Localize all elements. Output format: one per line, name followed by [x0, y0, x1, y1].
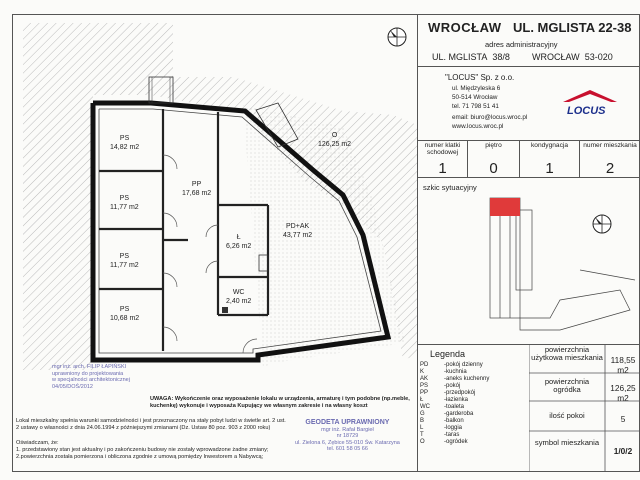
company-logo-text: LOCUS — [567, 105, 606, 117]
site-plan-drawing — [489, 197, 636, 331]
interior-walls — [99, 109, 270, 351]
legend-item: PD-pokój dzienny — [420, 362, 483, 368]
header-admin-label: adres administracyjny — [485, 40, 558, 49]
window-balcony-top — [148, 76, 174, 104]
notes-para4: 2.powierzchnia została pomierzona i obli… — [16, 454, 264, 460]
legend-item: Ł-łazienka — [420, 397, 469, 403]
header-admin-street: UL. MGLISTA 38/8 — [432, 52, 510, 62]
window-balcony-diagonal — [255, 102, 299, 148]
notes-para2: Oświadczam, że: — [16, 440, 59, 446]
header-street: UL. MGLISTA 22-38 — [513, 20, 632, 35]
legend-item: K-kuchnia — [420, 369, 467, 375]
company-line: email: biuro@locus.wroc.pl — [452, 114, 528, 121]
info-divider-bottom — [418, 177, 640, 178]
stat-value-garden-area: 126,25 m2 — [610, 383, 636, 403]
legend-item: B-balkon — [420, 418, 464, 424]
surveyor-stamp: GEODETA UPRAWNIONY mgr inż. Rafał Bargie… — [295, 419, 400, 452]
legend-item: G-garderoba — [420, 411, 474, 417]
legend-item: PS-pokój — [420, 383, 461, 389]
legend-item: PP-przedpokój — [420, 390, 476, 396]
door-swings — [162, 154, 258, 354]
notes-warning: UWAGA: Wykończenie oraz wyposażenie loka… — [150, 396, 410, 410]
wall-inner-line — [98, 108, 382, 354]
notes-para1: Lokal mieszkalny spełnia warunki samodzi… — [16, 418, 286, 432]
stat-label-usable-area: powierzchnia użytkowa mieszkania — [531, 345, 603, 363]
stat-value-symbol: 1/0/2 — [613, 446, 633, 456]
company-line: www.locus.wroc.pl — [452, 123, 504, 130]
company-line: ul. Międzyleska 6 — [452, 85, 501, 92]
stat-label-rooms: ilość pokoi — [549, 411, 585, 420]
legend-item: AK-aneks kuchenny — [420, 376, 490, 382]
company-line: tel. 71 798 51 41 — [452, 103, 499, 110]
info-divider-top — [418, 140, 640, 141]
header-admin-city: WROCŁAW 53-020 — [532, 52, 613, 62]
terrace-outline — [243, 105, 405, 367]
architect-stamp: mgr inż. arch. FILIP ŁAPIŃSKI uprawniony… — [52, 364, 130, 390]
north-arrow-icon — [387, 27, 407, 47]
header-city: WROCŁAW — [428, 20, 502, 35]
legend-item: L-loggia — [420, 425, 463, 431]
company-name: "LOCUS" Sp. z o.o. — [445, 73, 515, 82]
legend-title: Legenda — [430, 349, 466, 359]
header-divider — [418, 66, 640, 67]
site-plan-label: szkic sytuacyjny — [423, 183, 477, 192]
stat-value-rooms: 5 — [620, 414, 626, 424]
floor-plan-drawing — [23, 23, 417, 370]
stat-value-usable-area: 118,55 m2 — [610, 355, 636, 375]
stat-label-symbol: symbol mieszkania — [534, 438, 600, 447]
outer-wall — [90, 100, 392, 363]
garden-area — [23, 23, 417, 370]
bath-fixture — [258, 254, 269, 272]
company-logo — [563, 90, 617, 102]
site-north-arrow-icon — [592, 214, 612, 234]
legend-item: O-ogródek — [420, 439, 468, 445]
panel-divider — [417, 14, 418, 472]
legend-item: T-taras — [420, 432, 460, 438]
stats-grid — [529, 344, 640, 472]
legend-item: WC-toaleta — [420, 404, 465, 410]
company-line: 50-514 Wrocław — [452, 94, 498, 101]
stat-label-garden-area: powierzchnia ogródka — [544, 377, 590, 395]
notes-para3: 1. przedstawiony stan jest aktualny i po… — [16, 447, 269, 453]
toilet-fixture — [222, 307, 228, 313]
